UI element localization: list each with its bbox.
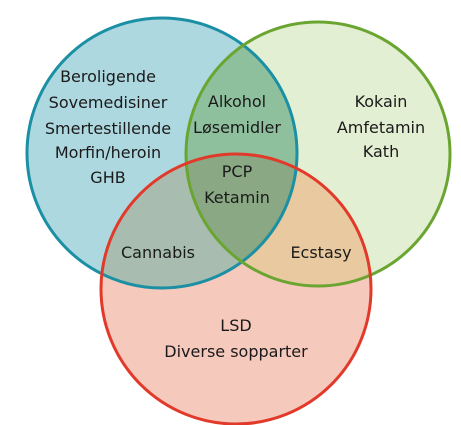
label-lsd: LSD <box>220 316 251 335</box>
overlap-blue-red <box>101 154 297 288</box>
label-losemidler: Løsemidler <box>193 118 281 137</box>
label-ghb: GHB <box>90 168 125 187</box>
label-morfin-heroin: Morfin/heroin <box>55 143 161 162</box>
label-alkohol: Alkohol <box>208 92 266 111</box>
circle-red-outline <box>99 152 373 425</box>
label-ecstasy: Ecstasy <box>290 243 351 262</box>
label-cannabis: Cannabis <box>121 243 195 262</box>
label-ketamin: Ketamin <box>204 188 270 207</box>
overlap-green-red <box>186 154 371 286</box>
label-diverse-sopparter: Diverse sopparter <box>164 342 308 361</box>
label-beroligende: Beroligende <box>60 67 156 86</box>
circle-blue-outline <box>25 16 299 290</box>
label-pcp: PCP <box>222 162 253 181</box>
circle-green-outline <box>184 20 452 288</box>
label-kath: Kath <box>363 142 399 161</box>
label-sovemedisiner: Sovemedisiner <box>49 93 168 112</box>
label-amfetamin: Amfetamin <box>337 118 425 137</box>
label-smertestillende: Smertestillende <box>45 119 171 138</box>
label-kokain: Kokain <box>355 92 408 111</box>
